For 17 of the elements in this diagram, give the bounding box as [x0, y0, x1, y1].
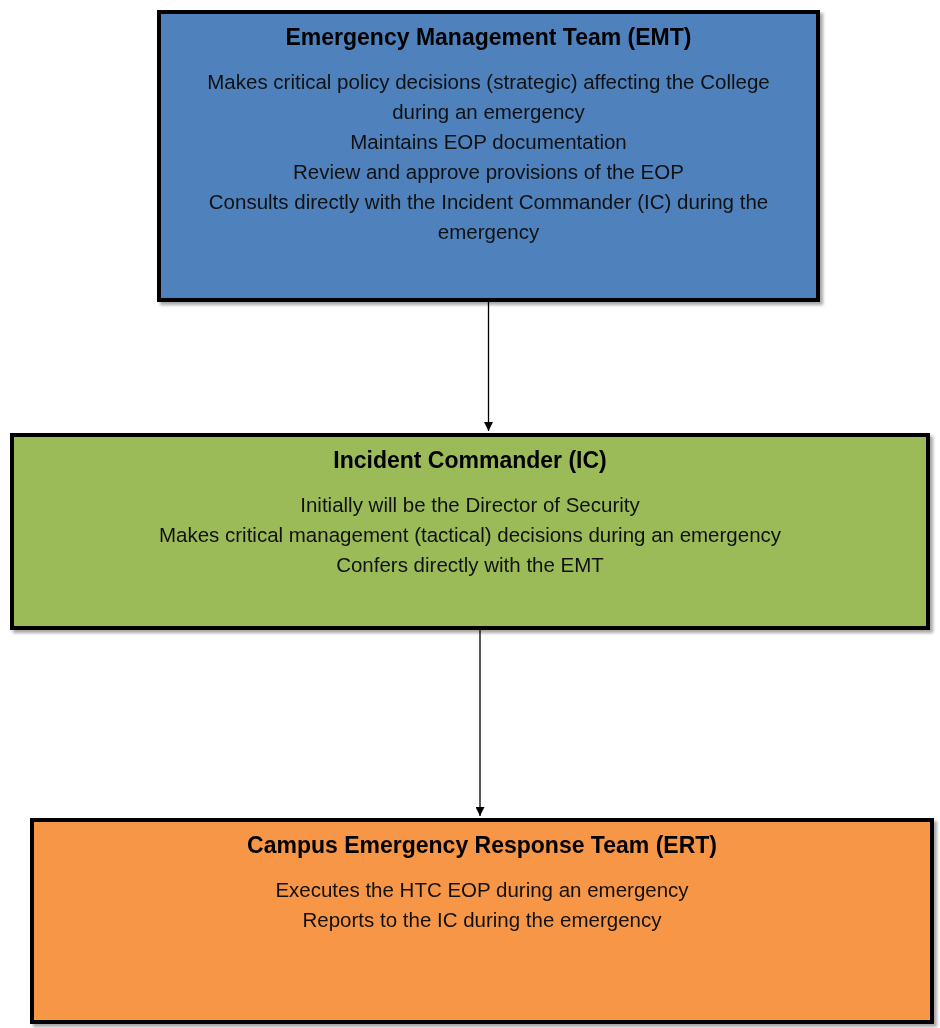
duty-text: Executes the HTC EOP during an emergency [275, 877, 689, 903]
duty-text: Maintains EOP documentation [350, 129, 627, 155]
box-heading: Emergency Management Team (EMT) [285, 24, 692, 51]
duty-text: Consults directly with the Incident Commander (IC) during the emergency [207, 189, 770, 245]
role-box [10, 433, 930, 630]
box-heading: Incident Commander (IC) [333, 447, 607, 474]
duty-text: Makes critical management (tactical) decisions during an emergency [158, 522, 782, 548]
box-heading: Campus Emergency Response Team (ERT) [247, 832, 717, 859]
arrow [484, 301, 493, 432]
duty-text: Initially will be the Director of Security [300, 492, 640, 518]
duty-text: Reports to the IC during the emergency [302, 907, 662, 933]
duty-text: Review and approve provisions of the EOP [293, 159, 684, 185]
arrow [475, 629, 485, 817]
role-box [30, 818, 934, 1024]
duty-text: Confers directly with the EMT [336, 552, 604, 578]
role-box [157, 10, 820, 302]
duty-text: Makes critical policy decisions (strategic) affecting the College during an emergency [206, 69, 771, 125]
